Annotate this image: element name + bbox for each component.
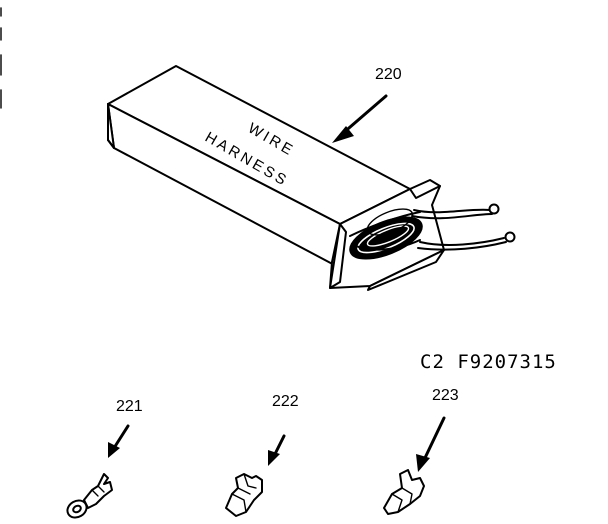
ring-terminal (66, 473, 113, 519)
disconnect-terminal (383, 469, 425, 515)
callout-222-label: 222 (272, 393, 299, 410)
callout-220: 220 (332, 66, 402, 143)
callout-221-label: 221 (116, 398, 143, 415)
wire-coil (349, 208, 423, 260)
box-flap-lower (367, 249, 445, 291)
callout-223: 223 (416, 387, 459, 472)
callout-223-label: 223 (432, 387, 459, 404)
box-flap-upper (409, 179, 441, 199)
wire-leads (411, 203, 516, 251)
box-flap-side (329, 223, 347, 289)
callout-220-label: 220 (375, 66, 402, 83)
spade-terminal (225, 473, 263, 517)
callout-221: 221 (108, 398, 143, 458)
drawing-code: C2 F9207315 (420, 351, 557, 373)
lead-ring-1 (488, 203, 500, 215)
lead-ring-2 (504, 231, 516, 243)
wire-harness-box: WIRE HARNESS (107, 65, 516, 291)
callout-222: 222 (268, 393, 299, 466)
